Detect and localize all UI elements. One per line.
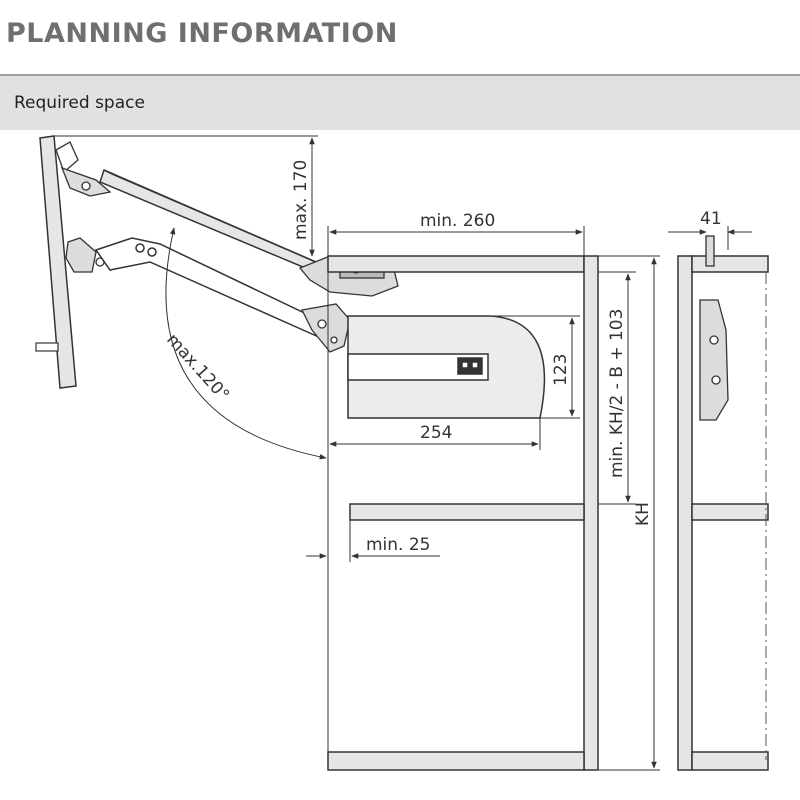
dim-41	[668, 226, 752, 250]
page-title: PLANNING INFORMATION	[6, 18, 398, 49]
cabinet-top-panel	[327, 255, 585, 273]
dim-kh-label: KH	[633, 502, 653, 526]
cabinet-bottom-panel	[327, 751, 585, 771]
dim-min-25-label: min. 25	[366, 535, 431, 555]
lift-mechanism	[347, 315, 546, 419]
flap-hinge	[55, 141, 112, 273]
section-label: Required space	[14, 93, 145, 113]
side-view-mechanism	[699, 235, 729, 421]
dim-kh	[598, 255, 660, 771]
open-flap	[35, 135, 77, 389]
dim-min-260-label: min. 260	[420, 211, 495, 231]
dim-123-label: 123	[551, 354, 571, 386]
cabinet-shelf	[349, 503, 585, 521]
dim-min-kh-formula	[598, 271, 636, 505]
dim-41-label: 41	[700, 209, 722, 229]
section-header: Required space	[0, 74, 800, 130]
dim-min-25	[306, 520, 440, 562]
lift-arm-lower	[94, 237, 342, 343]
dim-max-120-label: max.120°	[162, 330, 233, 405]
dim-max-170	[54, 135, 318, 257]
dim-max-120-arc	[165, 227, 327, 460]
dim-123	[490, 315, 580, 419]
side-view	[677, 255, 769, 771]
cabinet-side-panel	[583, 255, 599, 771]
dim-min-260	[327, 226, 585, 256]
dim-254-label: 254	[420, 423, 452, 443]
dim-max-170-label: max. 170	[291, 160, 311, 240]
dim-254	[329, 418, 541, 450]
dim-min-kh-formula-label: min. KH/2 - B + 103	[607, 309, 627, 478]
